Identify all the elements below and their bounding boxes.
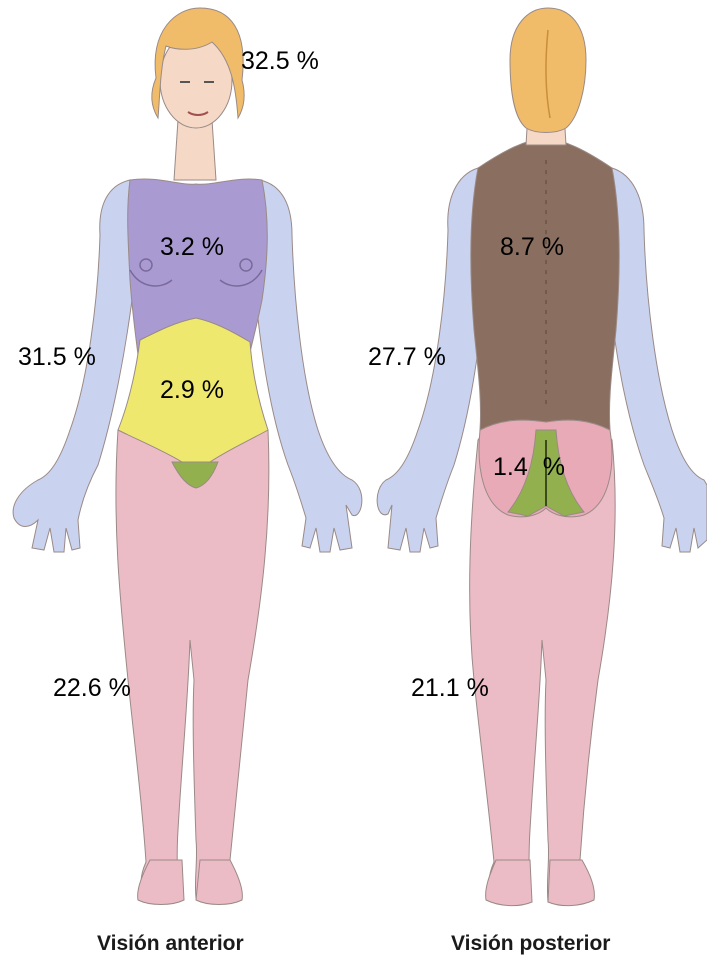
posterior-arms-label: 27.7 % bbox=[368, 345, 446, 370]
anterior-legs-region bbox=[116, 430, 269, 900]
anterior-figure bbox=[13, 8, 362, 905]
posterior-right-foot bbox=[548, 860, 594, 906]
anterior-right-foot bbox=[196, 860, 242, 905]
posterior-buttocks-label: 1.4 % bbox=[493, 455, 565, 480]
posterior-hair bbox=[510, 8, 586, 133]
posterior-back-region bbox=[471, 138, 620, 430]
anterior-view-caption: Visión anterior bbox=[97, 933, 244, 954]
anterior-right-arm bbox=[256, 180, 362, 552]
anterior-legs-label: 22.6 % bbox=[53, 676, 131, 701]
posterior-right-arm bbox=[610, 168, 707, 552]
anterior-chest-label: 3.2 % bbox=[160, 235, 224, 260]
posterior-view-caption: Visión posterior bbox=[451, 933, 610, 954]
anterior-neck bbox=[174, 120, 216, 180]
anterior-head-label: 32.5 % bbox=[241, 49, 319, 74]
posterior-legs-label: 21.1 % bbox=[411, 676, 489, 701]
anterior-abdomen-label: 2.9 % bbox=[160, 378, 224, 403]
posterior-back-label: 8.7 % bbox=[500, 235, 564, 260]
anterior-arms-label: 31.5 % bbox=[18, 345, 96, 370]
